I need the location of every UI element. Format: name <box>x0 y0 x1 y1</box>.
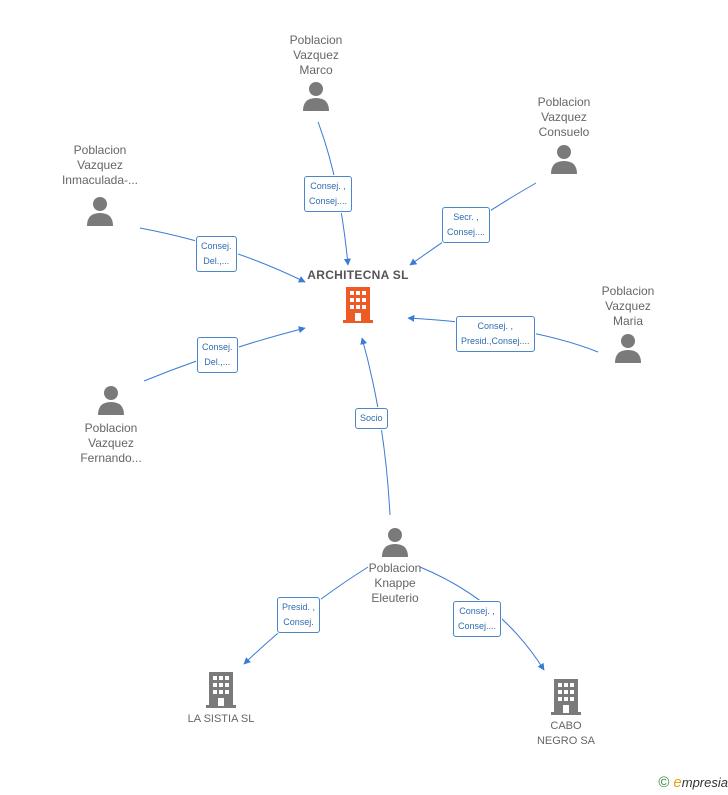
company-name: NEGRO SA <box>536 735 596 747</box>
company-name: CABO <box>550 720 582 732</box>
person-name-line: Fernando... <box>80 451 142 465</box>
relation-label-maria[interactable]: Consej. , Presid.,Consej.... <box>456 316 535 352</box>
company-name: LA SISTIA SL <box>187 713 255 725</box>
person-node-fernando[interactable]: Poblacion Vazquez Fernando... <box>68 385 154 466</box>
person-name-line: Knappe <box>374 576 416 590</box>
company-name-main: ARCHITECNA SL <box>307 268 409 282</box>
relation-label-consuelo[interactable]: Secr. , Consej.... <box>442 207 491 243</box>
person-icon <box>382 528 408 557</box>
relation-text: Presid.,Consej.... <box>461 336 530 346</box>
company-node-sistia[interactable]: LA SISTIA SL <box>176 672 266 727</box>
relation-text: Consej. <box>283 617 314 627</box>
company-node-cabo[interactable]: CABO NEGRO SA <box>521 679 611 749</box>
relation-text: Del.,... <box>204 357 231 367</box>
person-node-maria[interactable]: Poblacion Vazquez Maria <box>586 284 670 363</box>
person-node-marco[interactable]: Poblacion Vazquez Marco <box>274 33 358 111</box>
relation-text: Consej. , <box>459 606 495 616</box>
person-node-eleuterio[interactable]: Poblacion Knappe Eleuterio <box>352 527 438 606</box>
person-name-line: Vazquez <box>77 158 123 172</box>
person-name-line: Poblacion <box>84 421 138 435</box>
relation-label-sistia[interactable]: Presid. , Consej. <box>277 597 321 633</box>
person-icon <box>551 145 577 174</box>
person-name-line: Poblacion <box>537 95 591 109</box>
copyright-icon: © <box>658 774 670 791</box>
brand-logo: empresia <box>673 774 728 791</box>
person-icon <box>87 197 113 226</box>
relation-text: Consej.... <box>458 621 497 631</box>
person-name-line: Poblacion <box>601 284 655 298</box>
person-name-line: Vazquez <box>541 110 587 124</box>
person-icon <box>615 334 641 363</box>
person-icon <box>303 82 329 111</box>
relation-label-inmaculada[interactable]: Consej. Del.,... <box>196 236 237 272</box>
relation-text: Socio <box>360 413 383 423</box>
building-icon <box>551 679 581 715</box>
relation-text: Del.,... <box>203 256 230 266</box>
person-node-consuelo[interactable]: Poblacion Vazquez Consuelo <box>522 95 606 174</box>
person-icon <box>98 386 124 415</box>
relation-text: Consej. , <box>477 321 514 331</box>
relation-label-fernando[interactable]: Consej. Del.,... <box>197 337 238 373</box>
person-name-line: Vazquez <box>293 48 339 62</box>
person-name-line: Maria <box>612 314 643 328</box>
relation-label-eleuterio[interactable]: Socio <box>355 408 388 429</box>
person-name-line: Inmaculada-... <box>61 173 139 187</box>
person-name-line: Marco <box>299 63 333 77</box>
relation-text: Presid. , <box>282 602 316 612</box>
relation-text: Consej. <box>201 241 232 251</box>
relation-text: Consej.... <box>309 196 348 206</box>
person-name-line: Vazquez <box>88 436 134 450</box>
person-name-line: Poblacion <box>368 561 422 575</box>
relation-label-marco[interactable]: Consej. , Consej.... <box>304 176 353 212</box>
relation-text: Consej.... <box>447 227 486 237</box>
person-name-line: Vazquez <box>605 299 651 313</box>
brand-rest: mpresia <box>681 775 728 790</box>
person-name-line: Poblacion <box>289 33 343 47</box>
person-name-line: Poblacion <box>73 143 127 157</box>
brand-initial: e <box>673 774 682 791</box>
company-node-main[interactable]: ARCHITECNA SL <box>296 268 420 323</box>
building-icon-main <box>343 287 373 323</box>
footer-brand[interactable]: © empresia <box>658 774 728 791</box>
person-name-line: Eleuterio <box>371 591 419 605</box>
relation-label-cabo[interactable]: Consej. , Consej.... <box>453 601 502 637</box>
person-name-line: Consuelo <box>538 125 590 139</box>
relation-text: Consej. , <box>310 181 346 191</box>
relation-text: Secr. , <box>453 212 479 222</box>
relation-text: Consej. <box>202 342 233 352</box>
building-icon <box>206 672 236 708</box>
person-node-inmaculada[interactable]: Poblacion Vazquez Inmaculada-... <box>52 143 148 226</box>
